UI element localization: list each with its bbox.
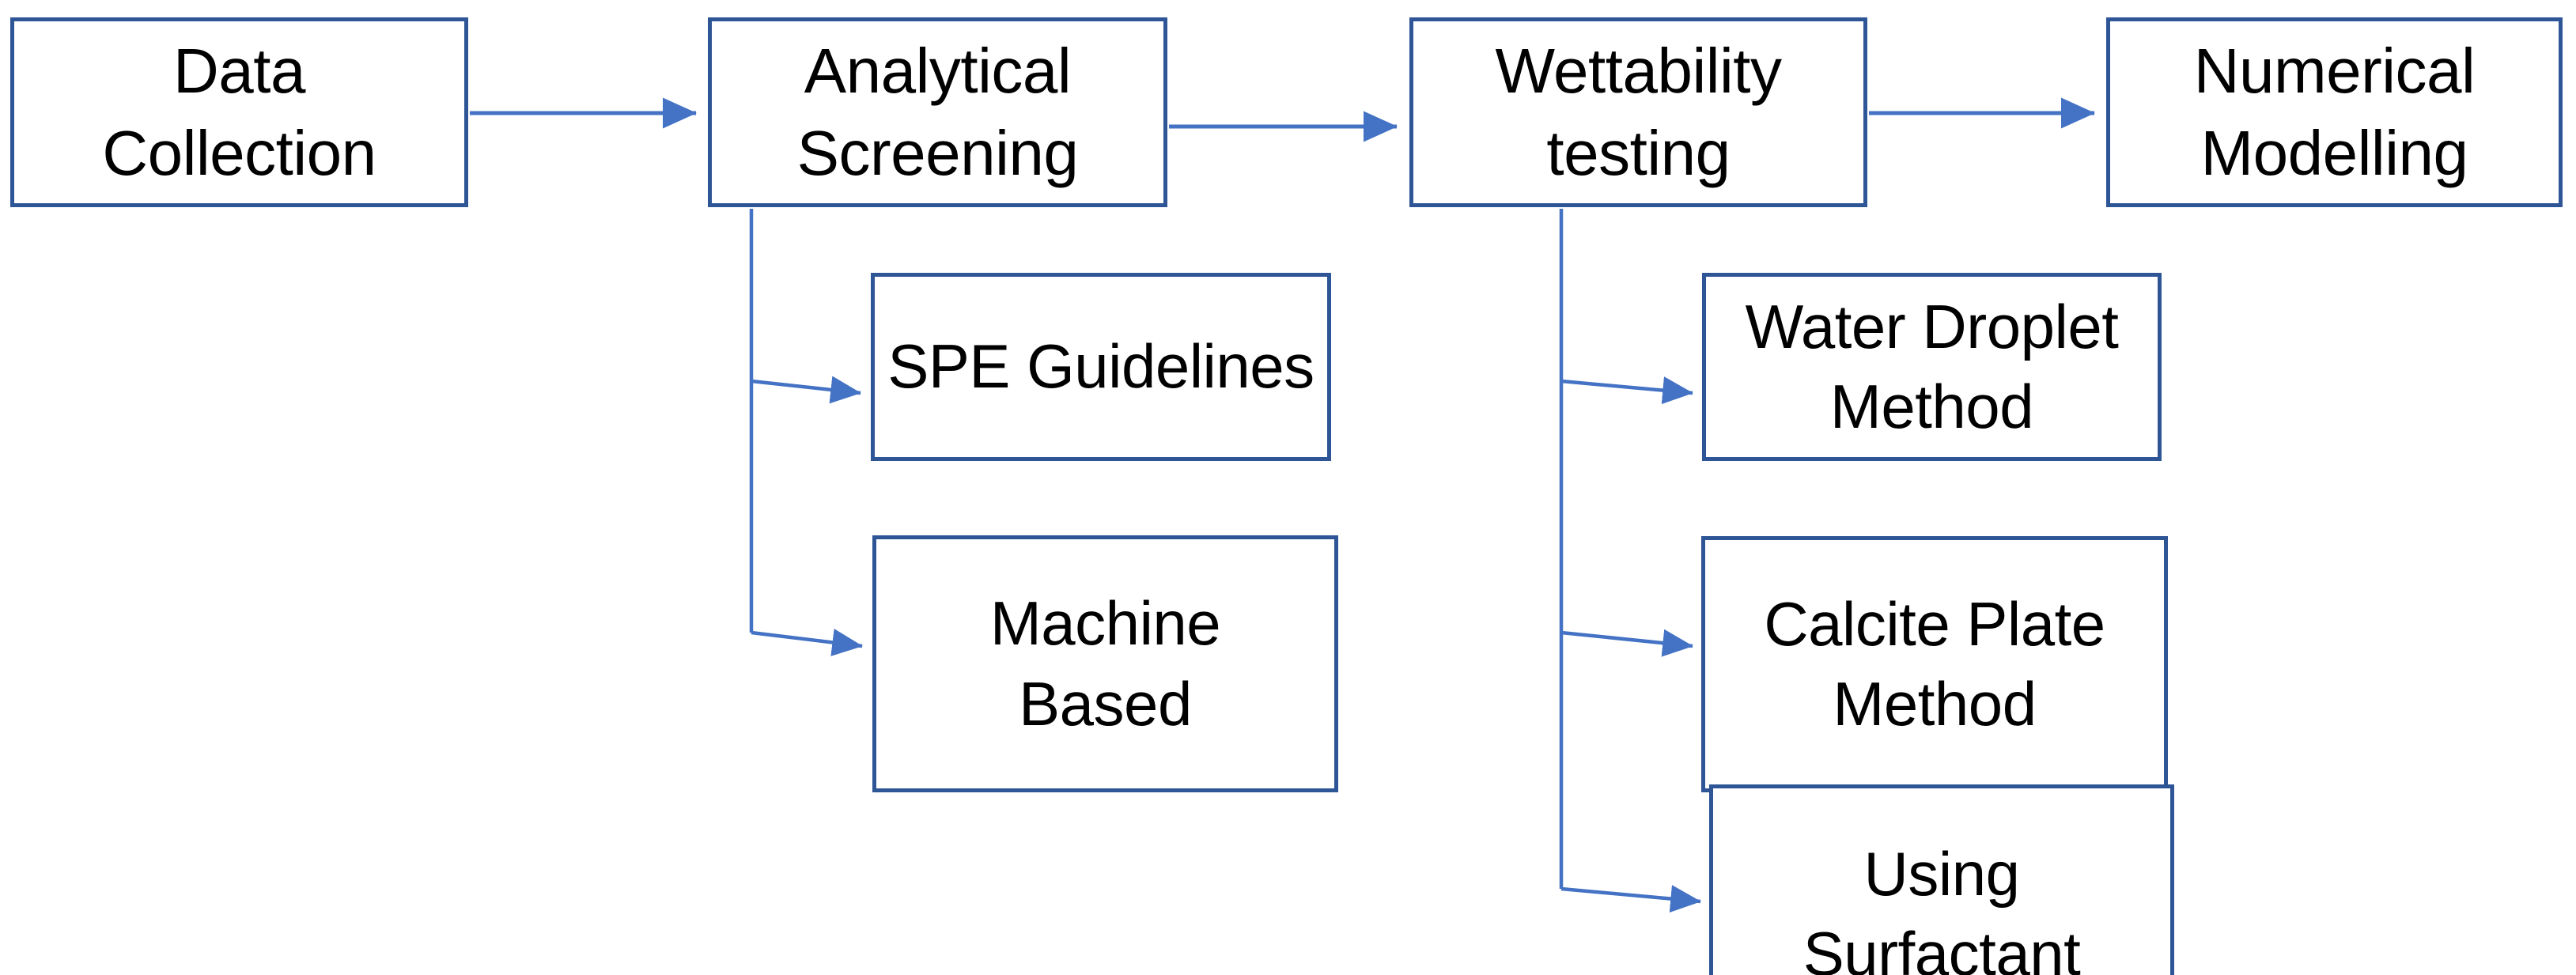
edge-wettability-testing-to-water-droplet-method xyxy=(1560,376,1693,405)
node-spe-guidelines-label: SPE Guidelines xyxy=(887,331,1314,402)
node-data-collection-label: Data Collection xyxy=(102,36,376,188)
node-calcite-plate-method-label: Calcite Plate Method xyxy=(1764,588,2105,739)
node-data-collection[interactable]: Data Collection xyxy=(10,17,468,207)
node-using-surfactant-label: Using Surfactant xyxy=(1802,838,2081,975)
node-wettability-testing[interactable]: Wettability testing xyxy=(1409,17,1867,207)
edge-wettability-testing-to-using-surfactant xyxy=(1560,885,1701,913)
node-spe-guidelines[interactable]: SPE Guidelines xyxy=(871,273,1331,461)
node-analytical-screening[interactable]: Analytical Screening xyxy=(708,17,1167,207)
node-numerical-modelling-label: Numerical Modelling xyxy=(2193,36,2476,188)
edge-analytical-screening-to-spe-guidelines xyxy=(751,376,861,404)
node-water-droplet-method-label: Water Droplet Method xyxy=(1745,291,2119,441)
edge-analytical-screening-to-machine-based xyxy=(751,629,863,656)
node-machine-based[interactable]: Machine Based xyxy=(872,535,1338,792)
node-machine-based-label: Machine Based xyxy=(989,588,1221,739)
node-analytical-screening-label: Analytical Screening xyxy=(796,36,1079,188)
node-water-droplet-method[interactable]: Water Droplet Method xyxy=(1702,273,2162,461)
node-numerical-modelling[interactable]: Numerical Modelling xyxy=(2106,17,2563,207)
node-using-surfactant[interactable]: Using Surfactant xyxy=(1709,784,2174,975)
node-calcite-plate-method[interactable]: Calcite Plate Method xyxy=(1701,536,2168,792)
edge-wettability-testing-to-calcite-plate-method xyxy=(1560,629,1693,657)
node-wettability-testing-label: Wettability testing xyxy=(1495,36,1782,188)
